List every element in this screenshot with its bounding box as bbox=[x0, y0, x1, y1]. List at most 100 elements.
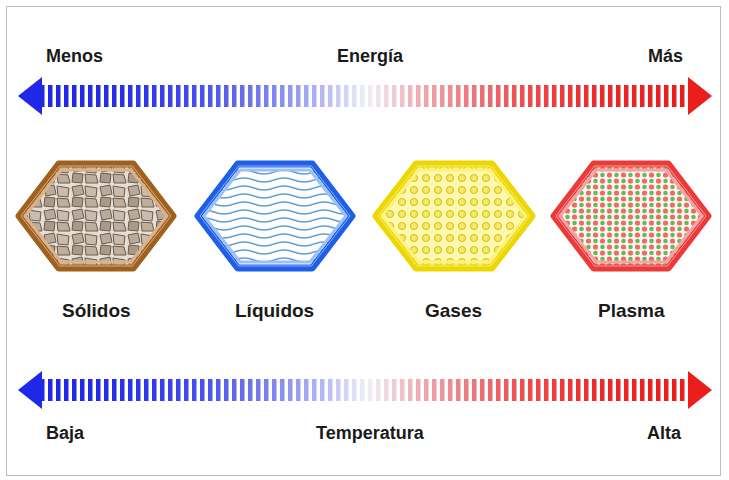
scale-tick bbox=[216, 85, 221, 107]
scale-tick bbox=[488, 379, 493, 401]
scale-tick bbox=[520, 379, 525, 401]
scale-tick bbox=[216, 379, 221, 401]
scale-tick bbox=[464, 85, 469, 107]
scale-tick bbox=[328, 85, 333, 107]
scale-tick bbox=[544, 85, 549, 107]
scale-tick bbox=[672, 379, 677, 401]
state-label: Líquidos bbox=[235, 300, 314, 322]
scale-tick bbox=[656, 379, 661, 401]
scale-tick bbox=[512, 85, 517, 107]
arrow-head bbox=[18, 371, 42, 409]
scale-tick bbox=[240, 379, 245, 401]
state-label: Plasma bbox=[598, 300, 665, 322]
scale-tick bbox=[448, 379, 453, 401]
scale-tick bbox=[104, 379, 109, 401]
scale-tick bbox=[80, 85, 85, 107]
scale-tick bbox=[632, 85, 637, 107]
scale-tick bbox=[440, 85, 445, 107]
scale-tick bbox=[168, 379, 173, 401]
scale-tick bbox=[584, 379, 589, 401]
scale-tick bbox=[208, 379, 213, 401]
scale-tick bbox=[416, 379, 421, 401]
scale-tick bbox=[112, 85, 117, 107]
scale-tick bbox=[664, 379, 669, 401]
hexagon-outline bbox=[550, 160, 712, 272]
scale-tick bbox=[304, 85, 309, 107]
scale-tick bbox=[464, 379, 469, 401]
scale-tick bbox=[64, 85, 69, 107]
scale-tick bbox=[272, 85, 277, 107]
scale-tick bbox=[592, 379, 597, 401]
scale-tick bbox=[160, 85, 165, 107]
scale-tick bbox=[128, 379, 133, 401]
scale-tick bbox=[128, 85, 133, 107]
scale-tick bbox=[200, 379, 205, 401]
scale-tick bbox=[392, 379, 397, 401]
scale-tick bbox=[432, 85, 437, 107]
scale-tick bbox=[648, 85, 653, 107]
scale-tick bbox=[664, 85, 669, 107]
scale-tick bbox=[368, 85, 373, 107]
scale-tick bbox=[344, 85, 349, 107]
scale-tick bbox=[256, 379, 261, 401]
scale-tick bbox=[648, 379, 653, 401]
scale-tick bbox=[608, 85, 613, 107]
scale-tick bbox=[512, 379, 517, 401]
scale-tick bbox=[120, 85, 125, 107]
scale-label: Alta bbox=[647, 423, 681, 444]
scale-tick bbox=[136, 379, 141, 401]
scale-tick bbox=[144, 85, 149, 107]
scale-tick bbox=[280, 379, 285, 401]
scale-tick bbox=[176, 379, 181, 401]
scale-tick bbox=[520, 85, 525, 107]
scale-tick bbox=[136, 85, 141, 107]
scale-tick bbox=[536, 85, 541, 107]
scale-tick bbox=[296, 85, 301, 107]
scale-tick bbox=[192, 379, 197, 401]
state-hexagon: Sólidos bbox=[15, 160, 177, 335]
scale-tick bbox=[264, 379, 269, 401]
scale-tick bbox=[312, 85, 317, 107]
scale-tick bbox=[496, 379, 501, 401]
scale-tick bbox=[320, 379, 325, 401]
scale-tick bbox=[672, 85, 677, 107]
scale-label: Menos bbox=[46, 46, 103, 67]
scale-tick bbox=[376, 379, 381, 401]
scale-label: Baja bbox=[46, 423, 84, 444]
scale-tick bbox=[504, 85, 509, 107]
scale-tick bbox=[272, 379, 277, 401]
scale-tick bbox=[552, 379, 557, 401]
scale-tick bbox=[408, 85, 413, 107]
scale-tick bbox=[184, 85, 189, 107]
scale-tick bbox=[624, 85, 629, 107]
scale-tick bbox=[336, 379, 341, 401]
scale-tick bbox=[376, 85, 381, 107]
scale-tick bbox=[160, 379, 165, 401]
scale-tick bbox=[536, 379, 541, 401]
scale-tick bbox=[352, 85, 357, 107]
scale-tick bbox=[400, 85, 405, 107]
scale-tick bbox=[248, 85, 253, 107]
scale-tick bbox=[48, 85, 53, 107]
scale-tick bbox=[640, 85, 645, 107]
scale-tick bbox=[400, 379, 405, 401]
hexagon-outline bbox=[372, 160, 536, 272]
hexagon-outline bbox=[15, 160, 177, 272]
scale-tick bbox=[56, 85, 61, 107]
scale-tick bbox=[184, 379, 189, 401]
scale-tick bbox=[208, 85, 213, 107]
scale-tick bbox=[88, 85, 93, 107]
arrow-head bbox=[18, 77, 42, 115]
scale-tick bbox=[456, 379, 461, 401]
state-label: Gases bbox=[425, 300, 482, 322]
scale-tick bbox=[352, 379, 357, 401]
scale-tick bbox=[312, 379, 317, 401]
arrow-head bbox=[688, 371, 712, 409]
scale-tick bbox=[472, 85, 477, 107]
scale-tick bbox=[472, 379, 477, 401]
scale-tick bbox=[296, 379, 301, 401]
scale-tick bbox=[432, 379, 437, 401]
scale-tick bbox=[624, 379, 629, 401]
scale-tick bbox=[560, 85, 565, 107]
scale-tick bbox=[48, 379, 53, 401]
